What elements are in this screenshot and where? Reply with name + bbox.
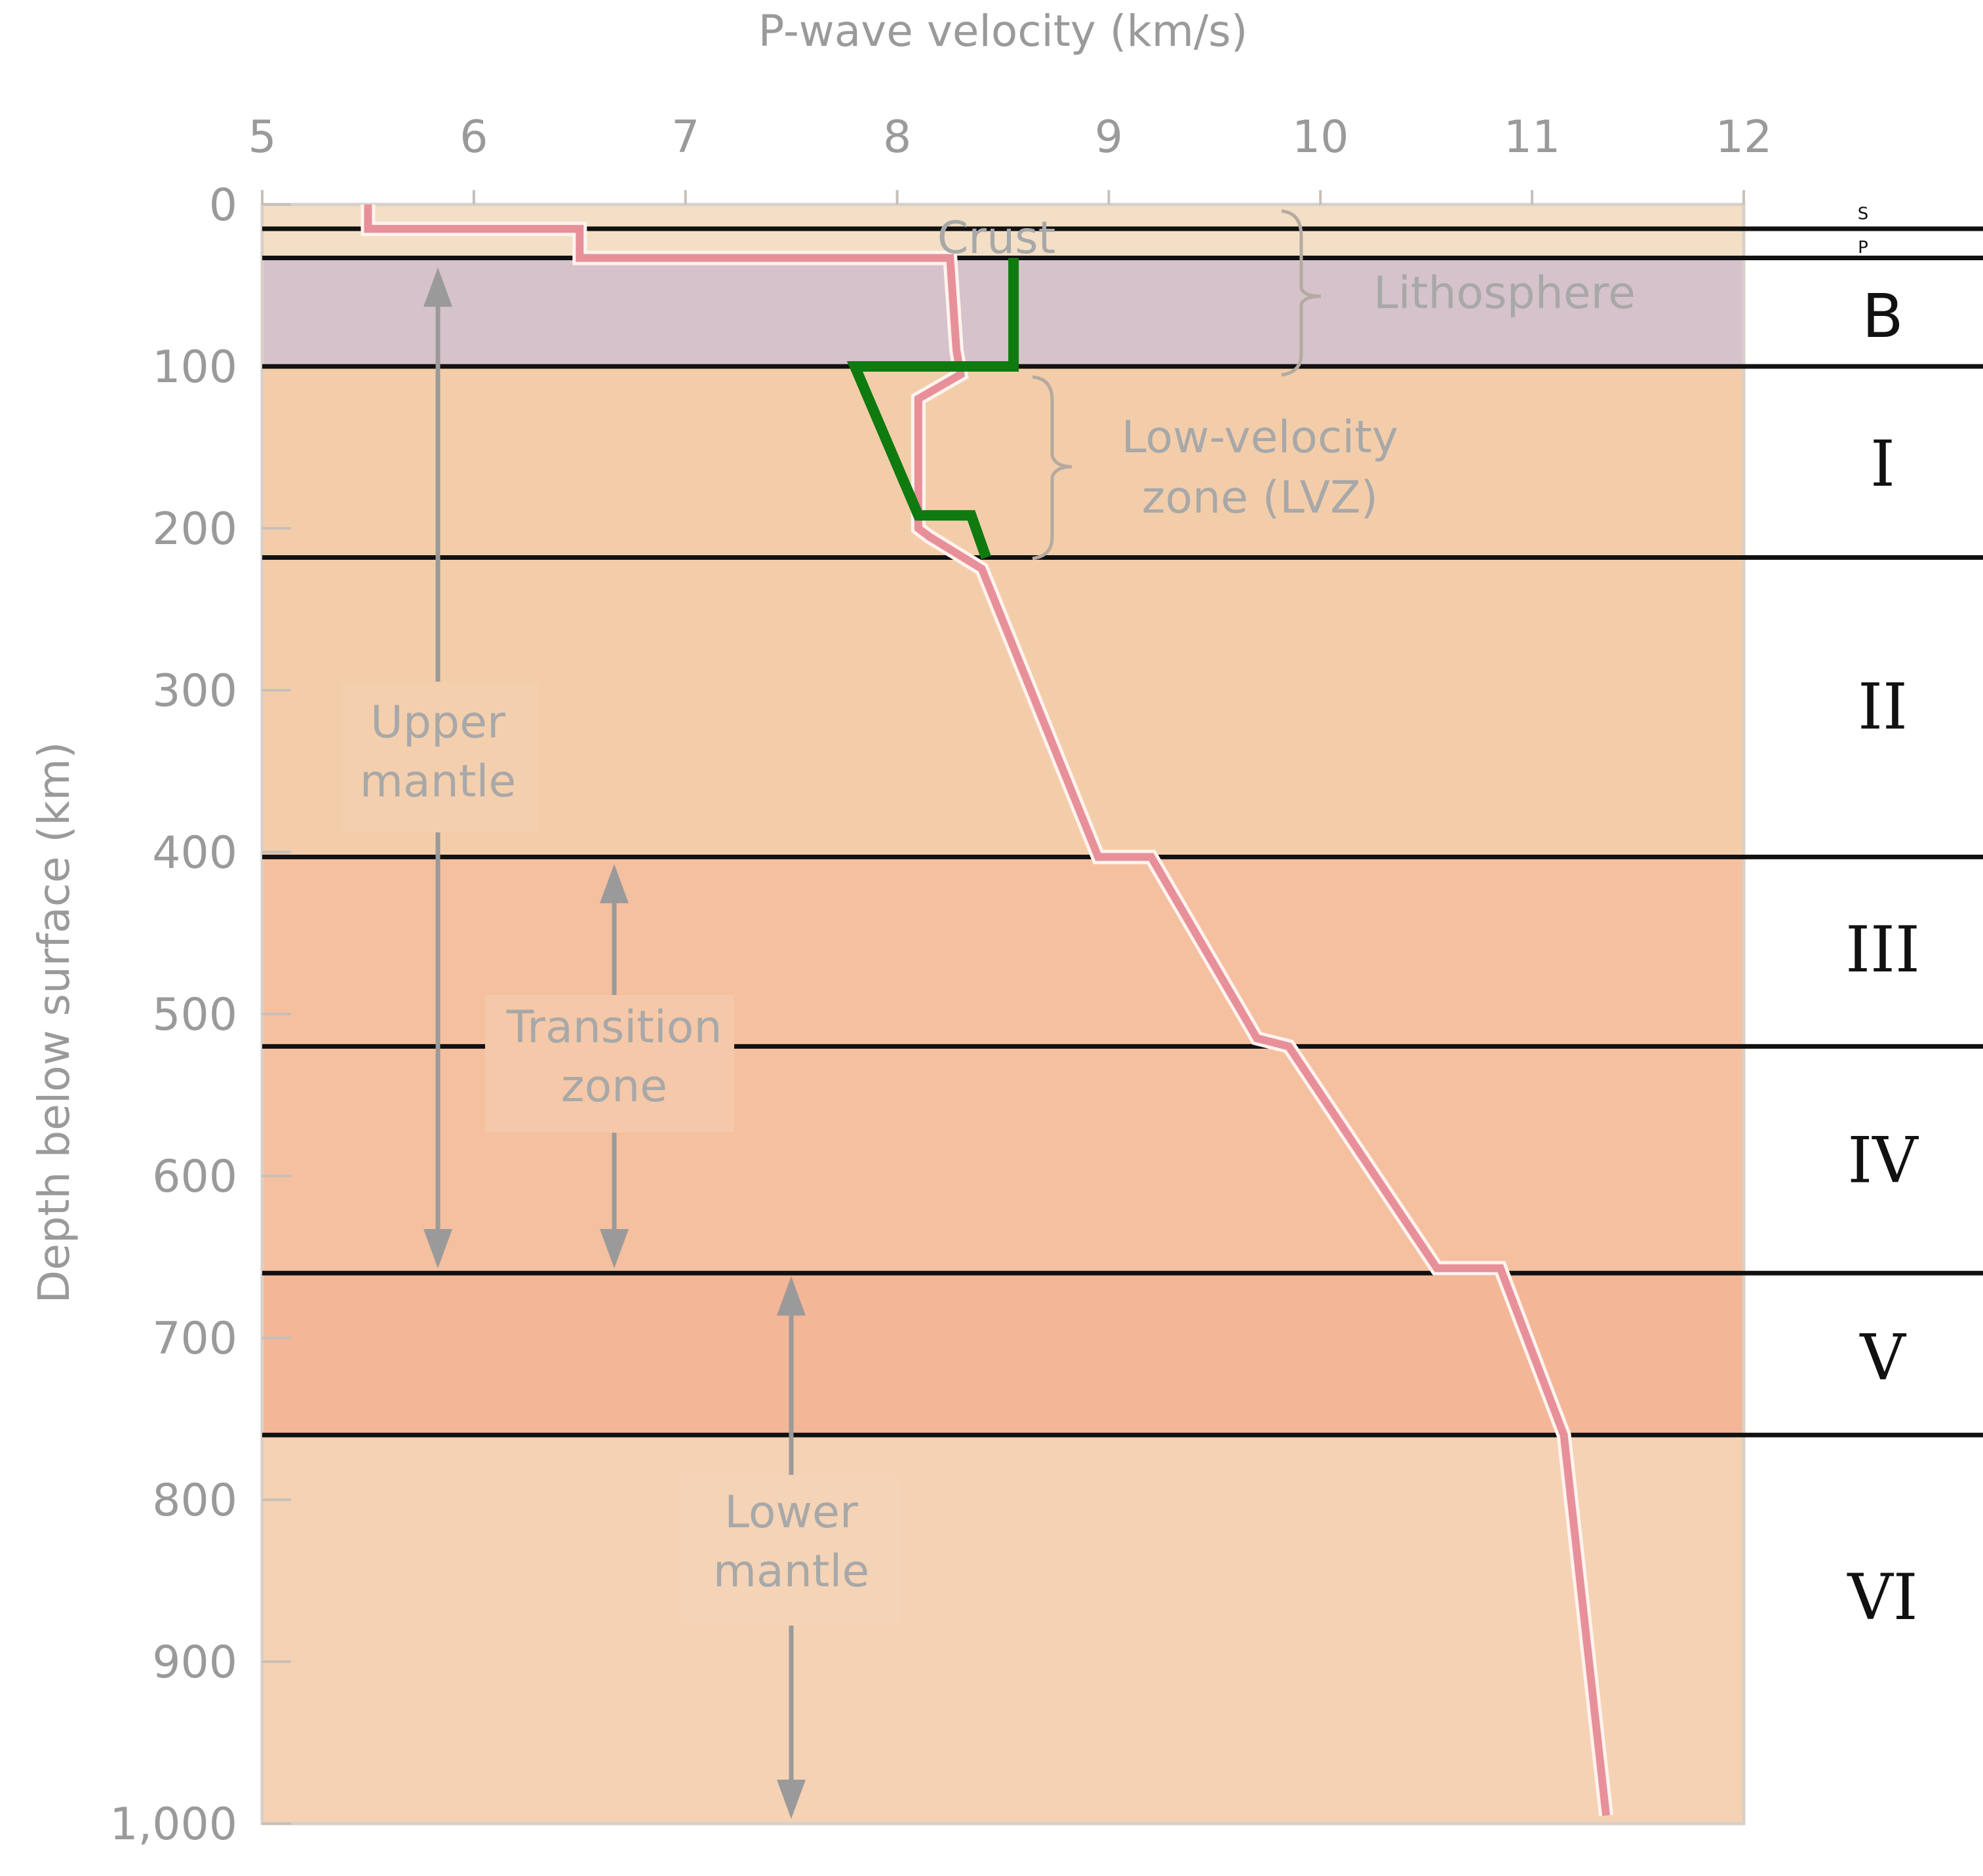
upper-mantle-label-line2: mantle xyxy=(360,756,516,808)
x-tick-label: 10 xyxy=(1292,111,1349,163)
lvz-brace xyxy=(1032,375,1072,560)
layer-label-S: S xyxy=(1858,204,1869,224)
transition-label-line2: zone xyxy=(561,1061,667,1112)
depth-band-3 xyxy=(262,857,1744,1274)
layer-label-B: B xyxy=(1862,281,1903,351)
upper-mantle-arrow-head-up xyxy=(423,267,452,307)
layer-label-VI: VI xyxy=(1847,1561,1917,1634)
layer-label-P: P xyxy=(1858,238,1868,258)
y-tick-label: 800 xyxy=(152,1475,237,1527)
p-wave-velocity-line xyxy=(364,205,1611,1816)
y-tick-label: 900 xyxy=(152,1637,237,1689)
transition-label-line1: Transition xyxy=(506,1002,722,1053)
layer-label-V: V xyxy=(1859,1321,1906,1395)
depth-band-1 xyxy=(262,258,1744,366)
y-tick-label: 400 xyxy=(152,827,237,879)
upper-mantle-label-line1: Upper xyxy=(370,697,505,749)
y-tick-label: 600 xyxy=(152,1151,237,1203)
transition-zone-arrow-head-up xyxy=(600,864,629,903)
upper-mantle-label-bg xyxy=(341,682,538,832)
y-tick-label: 0 xyxy=(209,180,237,231)
upper-mantle-arrow-head-down xyxy=(423,1229,452,1268)
y-axis-label: Depth below surface (km) xyxy=(29,741,79,1303)
x-tick-label: 6 xyxy=(460,111,488,163)
lower-mantle-label-line2: mantle xyxy=(713,1546,869,1597)
layer-label-I: I xyxy=(1870,427,1895,501)
x-axis-label: P-wave velocity (km/s) xyxy=(758,6,1248,56)
depth-bands xyxy=(262,205,1744,1824)
velocity-profiles xyxy=(361,205,1614,1816)
lower-mantle-label-bg xyxy=(682,1475,901,1626)
x-tick-label: 7 xyxy=(671,111,699,163)
y-tick-label: 700 xyxy=(152,1313,237,1365)
transition-zone-arrow-head-down xyxy=(600,1229,629,1268)
x-tick-label: 12 xyxy=(1716,111,1773,163)
y-tick-label: 500 xyxy=(152,989,237,1041)
modified-velocity-line xyxy=(846,258,1019,560)
lower-mantle-label-line1: Lower xyxy=(724,1487,858,1538)
crust-label: Crust xyxy=(937,212,1056,264)
lithosphere-label: Lithosphere xyxy=(1373,267,1636,319)
x-tick-label: 5 xyxy=(248,111,276,163)
y-tick-label: 300 xyxy=(152,665,237,717)
layer-label-IV: IV xyxy=(1847,1124,1919,1197)
transition-label-bg xyxy=(485,995,734,1133)
lithosphere-brace xyxy=(1281,209,1322,377)
lower-mantle-arrow-head-down xyxy=(777,1780,806,1819)
lvz-label-line2: zone (LVZ) xyxy=(1142,472,1378,524)
x-tick-label: 8 xyxy=(883,111,911,163)
x-tick-label: 9 xyxy=(1095,111,1123,163)
x-tick-label: 11 xyxy=(1504,111,1561,163)
depth-band-4 xyxy=(262,1273,1744,1436)
y-tick-label: 200 xyxy=(152,503,237,555)
layer-label-II: II xyxy=(1858,671,1908,744)
lower-mantle-arrow-head-up xyxy=(777,1276,806,1316)
y-tick-label: 1,000 xyxy=(109,1799,237,1850)
depth-band-5 xyxy=(262,1435,1744,1824)
y-tick-label: 100 xyxy=(152,342,237,393)
lvz-label-line1: Low-velocity xyxy=(1122,412,1398,463)
axis-ticks: 5 6 7 8 9 10 11 12 0 100 200 300 400 500 600 700 800 900 1… xyxy=(109,111,1772,1850)
layer-label-III: III xyxy=(1845,913,1920,987)
